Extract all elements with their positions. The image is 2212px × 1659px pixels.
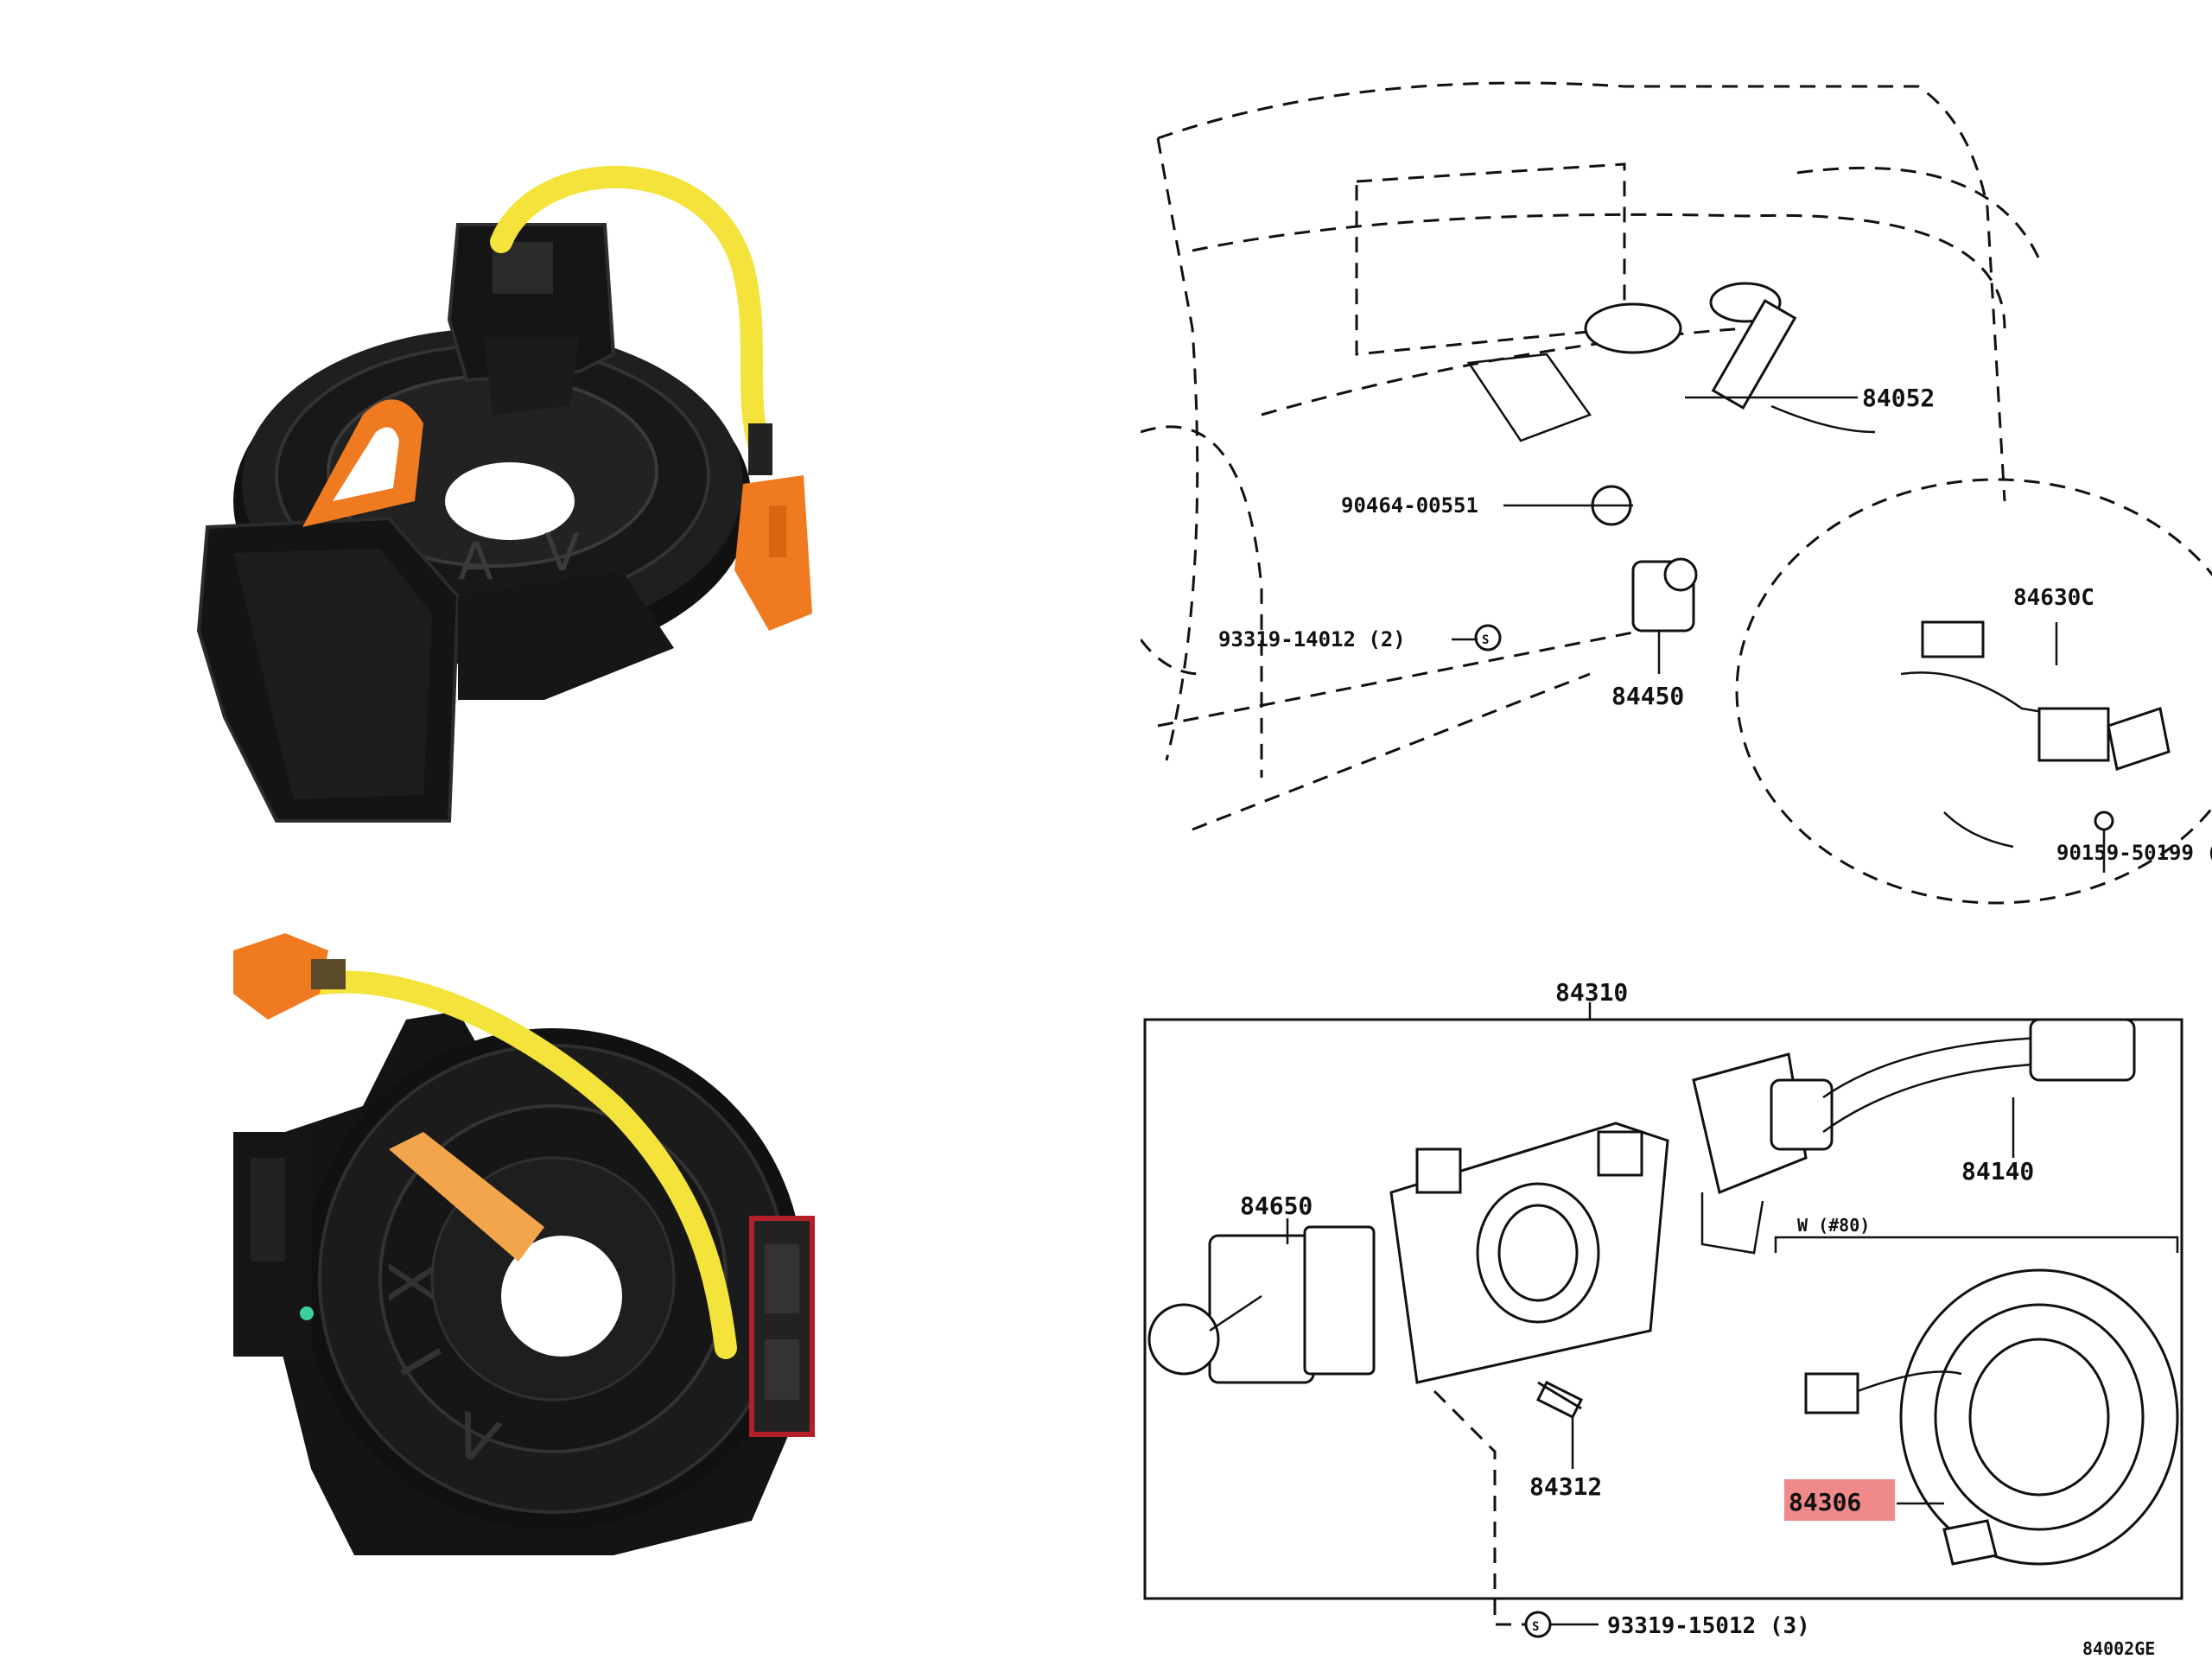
- label-84630c: 84630C: [2013, 585, 2094, 611]
- label-84052: 84052: [1862, 384, 1935, 412]
- label-90464-00551: 90464-00551: [1341, 493, 1478, 518]
- label-90159-50199: 90159-50199 (2): [2056, 841, 2212, 865]
- label-93319-14012: 93319-14012 (2): [1218, 627, 1406, 652]
- label-84140: 84140: [1961, 1157, 2034, 1185]
- diagram-lower: S 84310 84650 84140 84312 84306 W (#80) …: [1132, 968, 2212, 1659]
- svg-text:X: X: [374, 1262, 445, 1303]
- clock-spring-photo-top: N A V: [173, 164, 950, 855]
- label-84312: 84312: [1529, 1472, 1602, 1501]
- svg-text:A: A: [458, 531, 493, 592]
- svg-text:S: S: [1532, 1620, 1539, 1634]
- svg-text:S: S: [1482, 633, 1489, 647]
- label-w-note: W (#80): [1797, 1215, 1870, 1236]
- svg-text:V: V: [544, 523, 580, 583]
- label-84306: 84306: [1789, 1488, 1861, 1516]
- clock-spring-photo-bottom: V I X: [233, 916, 855, 1573]
- label-84650: 84650: [1240, 1192, 1313, 1220]
- highlight-84306: [1784, 1479, 1895, 1521]
- label-93319-15012: 93319-15012 (3): [1607, 1613, 1810, 1639]
- diagram-upper: S 84052 90464-00551 93319-14012 (2) 8445…: [1141, 69, 2212, 933]
- label-figure-code: 84002GE: [2082, 1638, 2155, 1659]
- screw-icon: [1474, 624, 1502, 652]
- label-84310: 84310: [1555, 978, 1628, 1007]
- label-84450: 84450: [1611, 682, 1684, 710]
